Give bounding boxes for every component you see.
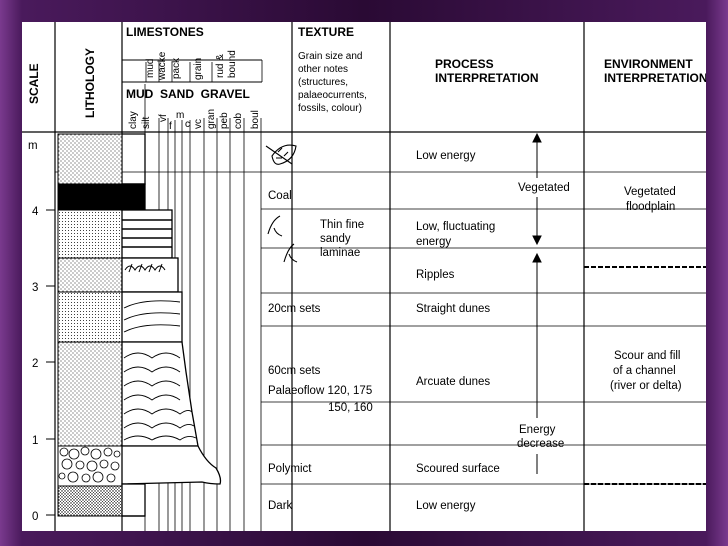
texture-20cm: 20cm sets bbox=[268, 303, 321, 315]
process-header: PROCESS bbox=[435, 57, 494, 71]
grain-size: boul bbox=[250, 110, 261, 129]
limestone-type: pack bbox=[171, 57, 182, 79]
scale-tick-label: 0 bbox=[32, 511, 38, 523]
texture-palaeoflow: Palaeoflow 120, 175 bbox=[268, 385, 372, 397]
scale-header: SCALE bbox=[27, 63, 41, 104]
texture-thin: laminae bbox=[320, 247, 360, 259]
env-channel: (river or delta) bbox=[610, 380, 682, 392]
arrow-up-icon bbox=[532, 252, 542, 263]
process-low-fluct: energy bbox=[416, 236, 451, 248]
arrow-down-icon bbox=[532, 235, 542, 246]
grain-size: cob bbox=[233, 112, 244, 129]
grain-size: gran bbox=[206, 109, 217, 129]
process-arcuate: Arcuate dunes bbox=[416, 376, 490, 388]
texture-palaeoflow: 150, 160 bbox=[328, 402, 373, 414]
texture-dark: Dark bbox=[268, 500, 293, 512]
limestone-type: mud bbox=[145, 59, 156, 78]
texture-subheader: (structures, bbox=[298, 77, 348, 88]
texture-header: TEXTURE bbox=[298, 25, 354, 39]
env-channel: of a channel bbox=[613, 365, 676, 377]
texture-subheader: Grain size and bbox=[298, 51, 362, 62]
lithology-header: LITHOLOGY bbox=[83, 48, 97, 118]
grain-size: f bbox=[169, 121, 172, 132]
header-labels: SCALE LITHOLOGY LIMESTONES mud wacke pac… bbox=[27, 25, 706, 132]
process-header: INTERPRETATION bbox=[435, 71, 539, 85]
texture-subheader: other notes bbox=[298, 64, 348, 75]
grain-size-profile bbox=[121, 133, 222, 517]
texture-subheader: fossils, colour) bbox=[298, 103, 362, 114]
mud-sand-gravel-header: MUD SAND GRAVEL bbox=[126, 87, 250, 101]
process-arrows bbox=[532, 132, 542, 474]
limestones-header: LIMESTONES bbox=[126, 25, 204, 39]
limestone-type: grain bbox=[193, 58, 204, 80]
scale-tick-label: 2 bbox=[32, 358, 38, 370]
sedimentary-log-sheet: SCALE LITHOLOGY LIMESTONES mud wacke pac… bbox=[22, 22, 706, 531]
limestone-type: bound bbox=[227, 50, 238, 78]
texture-coal: Coal bbox=[268, 190, 292, 202]
environment-header: ENVIRONMENT bbox=[604, 57, 693, 71]
process-low-fluct: Low, fluctuating bbox=[416, 221, 495, 233]
process-energy: decrease bbox=[517, 438, 564, 450]
process-low-energy-bottom: Low energy bbox=[416, 500, 476, 512]
grain-size: silt bbox=[141, 117, 152, 129]
process-notes: Low energy Vegetated Low, fluctuating en… bbox=[416, 150, 570, 512]
limestone-type: rud & bbox=[215, 54, 226, 78]
grain-size: vf bbox=[158, 114, 169, 122]
process-low-energy-top: Low energy bbox=[416, 150, 476, 162]
leaf-icon bbox=[265, 144, 297, 165]
process-scoured: Scoured surface bbox=[416, 463, 500, 475]
process-energy: Energy bbox=[519, 424, 556, 436]
env-channel: Scour and fill bbox=[614, 350, 680, 362]
pebble-pattern bbox=[58, 446, 121, 483]
lithology-column bbox=[57, 133, 123, 517]
limestone-type: wacke bbox=[157, 51, 168, 81]
texture-polymict: Polymict bbox=[268, 463, 312, 475]
process-straight: Straight dunes bbox=[416, 303, 490, 315]
texture-60cm: 60cm sets bbox=[268, 365, 321, 377]
grain-size: m bbox=[176, 110, 184, 121]
texture-notes: Coal Thin fine sandy laminae 20cm sets 6… bbox=[268, 190, 373, 512]
arrow-up-icon bbox=[532, 132, 542, 143]
grain-size: vc bbox=[193, 119, 204, 129]
texture-subheader: palaeocurrents, bbox=[298, 90, 367, 101]
env-floodplain: floodplain bbox=[626, 201, 675, 213]
process-vegetated: Vegetated bbox=[518, 182, 570, 194]
grain-size: peb bbox=[219, 112, 230, 129]
scale-tick-label: 4 bbox=[32, 206, 39, 218]
environment-header: INTERPRETATION bbox=[604, 71, 706, 85]
scale-unit: m bbox=[28, 140, 38, 152]
texture-thin: Thin fine bbox=[320, 219, 364, 231]
scale-tick-label: 1 bbox=[32, 435, 38, 447]
scale-tick-label: 3 bbox=[32, 282, 38, 294]
environment-notes: Vegetated floodplain Scour and fill of a… bbox=[610, 186, 682, 392]
process-ripples: Ripples bbox=[416, 269, 455, 281]
environment-boundaries bbox=[584, 266, 706, 485]
grain-size: c bbox=[185, 119, 190, 130]
grain-size: clay bbox=[128, 111, 139, 129]
rootlet-icon bbox=[267, 215, 298, 263]
scale-axis: m 4 3 2 1 0 bbox=[28, 140, 55, 523]
texture-symbols bbox=[265, 144, 298, 263]
sedimentary-log-diagram: SCALE LITHOLOGY LIMESTONES mud wacke pac… bbox=[22, 22, 706, 531]
texture-thin: sandy bbox=[320, 233, 351, 245]
bed-boundaries bbox=[55, 171, 706, 485]
env-floodplain: Vegetated bbox=[624, 186, 676, 198]
column-frame bbox=[22, 22, 706, 531]
